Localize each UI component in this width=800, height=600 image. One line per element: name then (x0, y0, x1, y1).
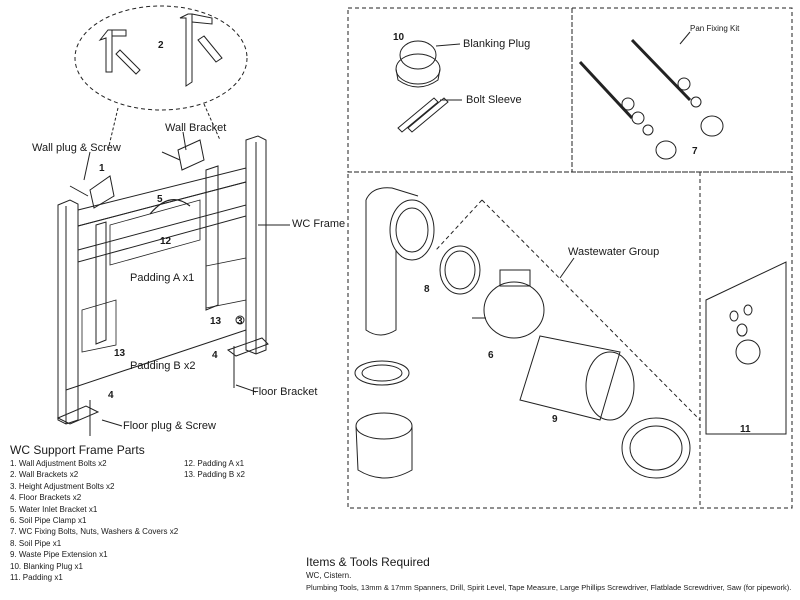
parts-list-right: 12. Padding A x1 13. Padding B x2 (184, 458, 245, 481)
callout-10: 10 (393, 32, 405, 43)
parts-list-item: 7. WC Fixing Bolts, Nuts, Washers & Cove… (10, 527, 179, 537)
callout-4-left: 4 (108, 390, 114, 401)
label-padding-a: Padding A x1 (130, 272, 195, 284)
parts-list-item: 2. Wall Brackets x2 (10, 470, 79, 480)
parts-list-item: 1. Wall Adjustment Bolts x2 (10, 459, 107, 468)
pan-fixing-kit-box (571, 7, 793, 173)
label-floor-plug-screw: Floor plug & Screw (123, 420, 216, 432)
parts-list-item: 13. Padding B x2 (184, 470, 245, 480)
label-wastewater-group: Wastewater Group (568, 246, 660, 258)
soil-pipe-drawing (365, 187, 481, 336)
parts-list-title: WC Support Frame Parts (10, 443, 145, 457)
tools-line-2: Plumbing Tools, 13mm & 17mm Spanners, Dr… (306, 583, 792, 592)
pan-fixing-kit-drawing (578, 31, 724, 160)
parts-list-left: 1. Wall Adjustment Bolts x2 2. Wall Brac… (10, 458, 178, 583)
label-bolt-sleeve: Bolt Sleeve (466, 94, 522, 106)
label-pan-fixing-kit: Pan Fixing Kit (690, 24, 740, 33)
parts-list-item: 3. Height Adjustment Bolts x2 (10, 481, 115, 491)
callout-4-right: 4 (212, 350, 218, 361)
parts-list-item: 12. Padding A x1 (184, 459, 245, 468)
tools-line-1: WC, Cistern. (306, 571, 352, 580)
bolt-sleeve-drawing (397, 97, 462, 133)
blanking-plug-box (347, 7, 573, 173)
label-wall-plug-screw: Wall plug & Screw (32, 142, 121, 154)
callout-11: 11 (740, 424, 751, 435)
callout-6: 6 (488, 350, 494, 361)
bracket-detail-ellipse (74, 5, 248, 111)
wastewater-box (347, 171, 793, 509)
wall-bracket-detail-left (98, 29, 141, 75)
callout-12: 12 (160, 236, 172, 247)
parts-list-item: 11. Padding x1 (10, 573, 63, 583)
parts-list-item: 10. Blanking Plug x1 (10, 561, 83, 571)
parts-list-item: 6. Soil Pipe Clamp x1 (10, 516, 87, 526)
callout-1: 1 (99, 163, 105, 174)
blanking-plug-drawing (395, 40, 461, 88)
callout-7: 7 (692, 146, 698, 157)
parts-list-item: 5. Water Inlet Bracket x1 (10, 504, 98, 514)
callout-3: 3 (237, 316, 243, 327)
parts-list-item: 8. Soil Pipe x1 (10, 538, 62, 548)
tools-title: Items & Tools Required (306, 555, 430, 569)
wc-frame-drawing (56, 135, 269, 436)
label-wc-frame: WC Frame (292, 218, 346, 230)
label-padding-b: Padding B x2 (130, 360, 196, 372)
callout-8: 8 (424, 284, 430, 295)
wall-bracket-detail-right (179, 13, 223, 87)
callout-13-left: 13 (114, 348, 126, 359)
parts-list-item: 9. Waste Pipe Extension x1 (10, 550, 108, 560)
callout-13-right: 13 (210, 316, 222, 327)
label-wall-bracket: Wall Bracket (165, 122, 227, 134)
parts-list-item: 4. Floor Brackets x2 (10, 493, 82, 503)
soil-pipe-clamp-drawing (472, 269, 545, 339)
callout-2: 2 (158, 40, 164, 51)
waste-pipe-extension-drawing (519, 335, 691, 479)
label-blanking-plug: Blanking Plug (463, 38, 531, 50)
label-floor-bracket: Floor Bracket (252, 386, 318, 398)
pipe-pieces-drawing (354, 360, 413, 479)
callout-5: 5 (157, 194, 163, 205)
padding-drawing (705, 261, 787, 435)
callout-9: 9 (552, 414, 558, 425)
